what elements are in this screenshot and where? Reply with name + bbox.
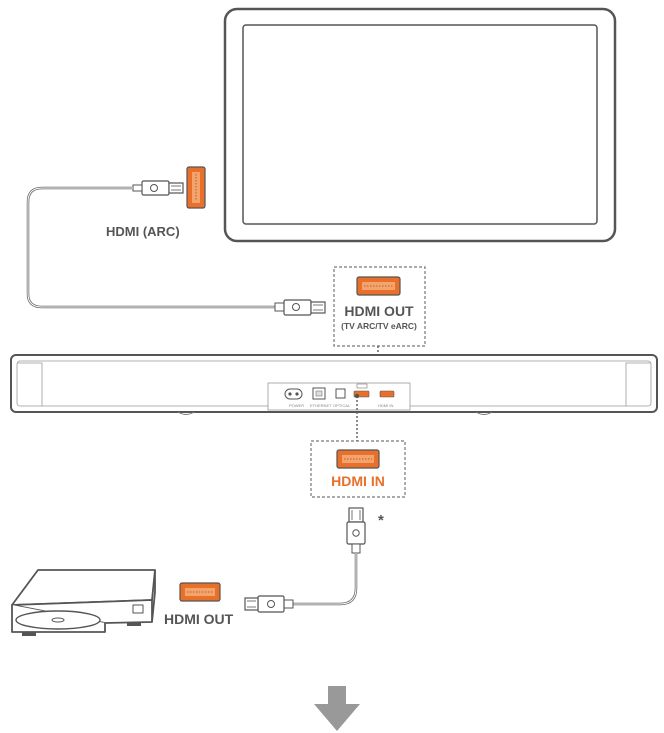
arrow-down-icon bbox=[314, 686, 360, 731]
tv-port-label: HDMI (ARC) bbox=[106, 224, 180, 239]
hdmi-port-icon bbox=[186, 166, 206, 209]
hdmi-plug-icon bbox=[244, 595, 294, 613]
svg-text:OPTICAL: OPTICAL bbox=[333, 403, 351, 408]
soundbar: POWER ETHERNET OPTICAL HDMI IN bbox=[10, 354, 658, 415]
player-out-label: HDMI OUT bbox=[164, 611, 234, 627]
media-player bbox=[11, 569, 156, 636]
hdmi-port-icon bbox=[179, 582, 221, 602]
hdmi-port-icon bbox=[336, 449, 380, 469]
tv bbox=[223, 7, 617, 243]
svg-text:POWER: POWER bbox=[289, 403, 304, 408]
hdmi-plug-icon bbox=[274, 299, 326, 316]
svg-text:HDMI IN: HDMI IN bbox=[378, 403, 393, 408]
hdmi-port-icon bbox=[356, 276, 401, 296]
soundbar-hdmi-in-callout: HDMI IN bbox=[310, 440, 406, 498]
soundbar-hdmi-out-callout: HDMI OUT (TV ARC/TV eARC) bbox=[333, 266, 426, 347]
soundbar-out-sublabel: (TV ARC/TV eARC) bbox=[341, 321, 417, 331]
hdmi-plug-icon bbox=[132, 180, 184, 196]
footnote-asterisk: * bbox=[378, 512, 384, 529]
soundbar-out-label: HDMI OUT bbox=[344, 303, 414, 319]
svg-text:ETHERNET: ETHERNET bbox=[310, 403, 332, 408]
soundbar-in-label: HDMI IN bbox=[331, 473, 385, 489]
hdmi-plug-icon bbox=[346, 507, 366, 554]
hdmi-cable-player bbox=[293, 553, 358, 606]
